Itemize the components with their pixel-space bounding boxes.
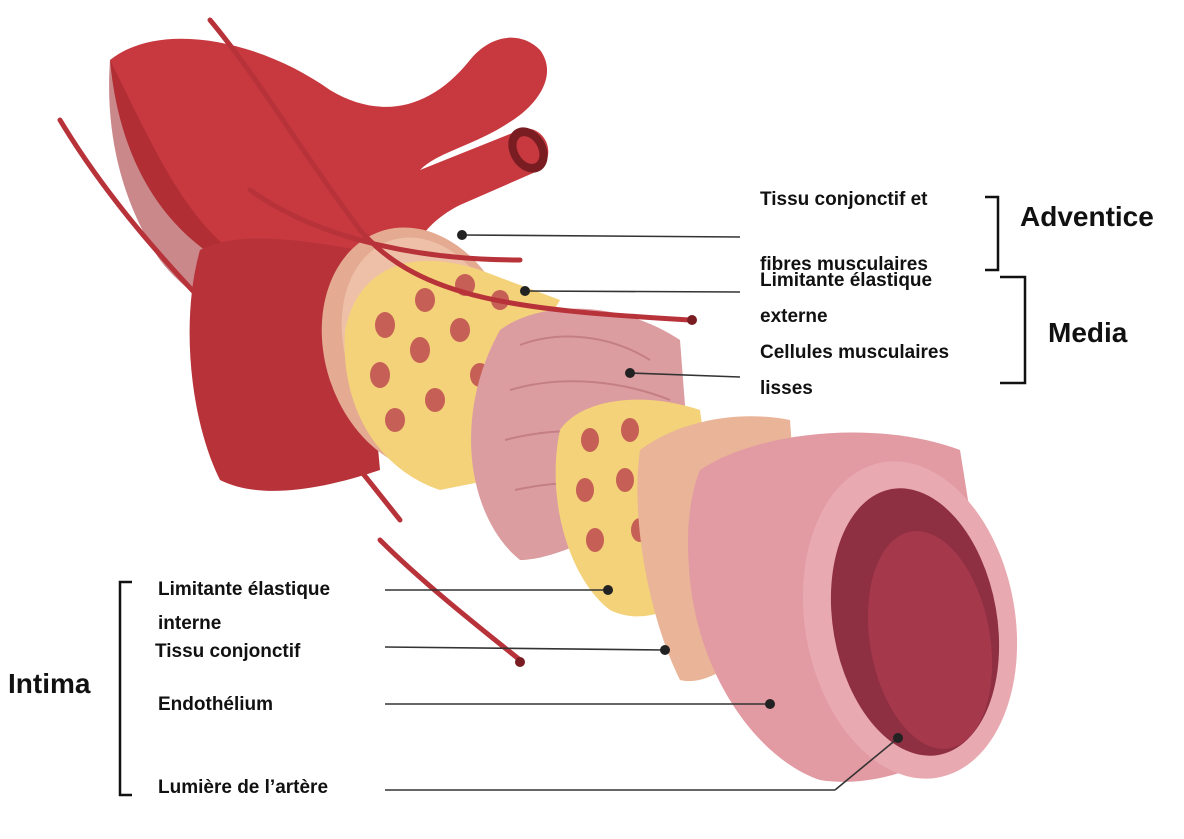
label-endothelium: Endothélium: [158, 694, 273, 716]
label-limitante-externe-1: Limitante élastique: [760, 270, 932, 292]
group-media: Media: [1048, 317, 1127, 349]
label-lumiere: Lumière de l’artère: [158, 777, 328, 799]
label-limitante-interne-1: Limitante élastique: [158, 579, 330, 601]
label-limitante-interne-2: interne: [158, 613, 221, 635]
adventice-bracket: [985, 197, 998, 270]
label-cellules-musculaires-2: lisses: [760, 378, 813, 400]
label-cellules-musculaires-1: Cellules musculaires: [760, 342, 949, 364]
endothelium-tube: [688, 433, 1041, 796]
label-tissu-conjonctif: Tissu conjonctif: [155, 641, 300, 663]
label-tissu-conjonctif-et: Tissu conjonctif et: [760, 189, 928, 211]
media-bracket: [1000, 277, 1025, 383]
group-intima: Intima: [8, 668, 90, 700]
label-limitante-externe-2: externe: [760, 306, 828, 328]
group-adventice: Adventice: [1020, 201, 1154, 233]
intima-bracket: [120, 582, 132, 795]
